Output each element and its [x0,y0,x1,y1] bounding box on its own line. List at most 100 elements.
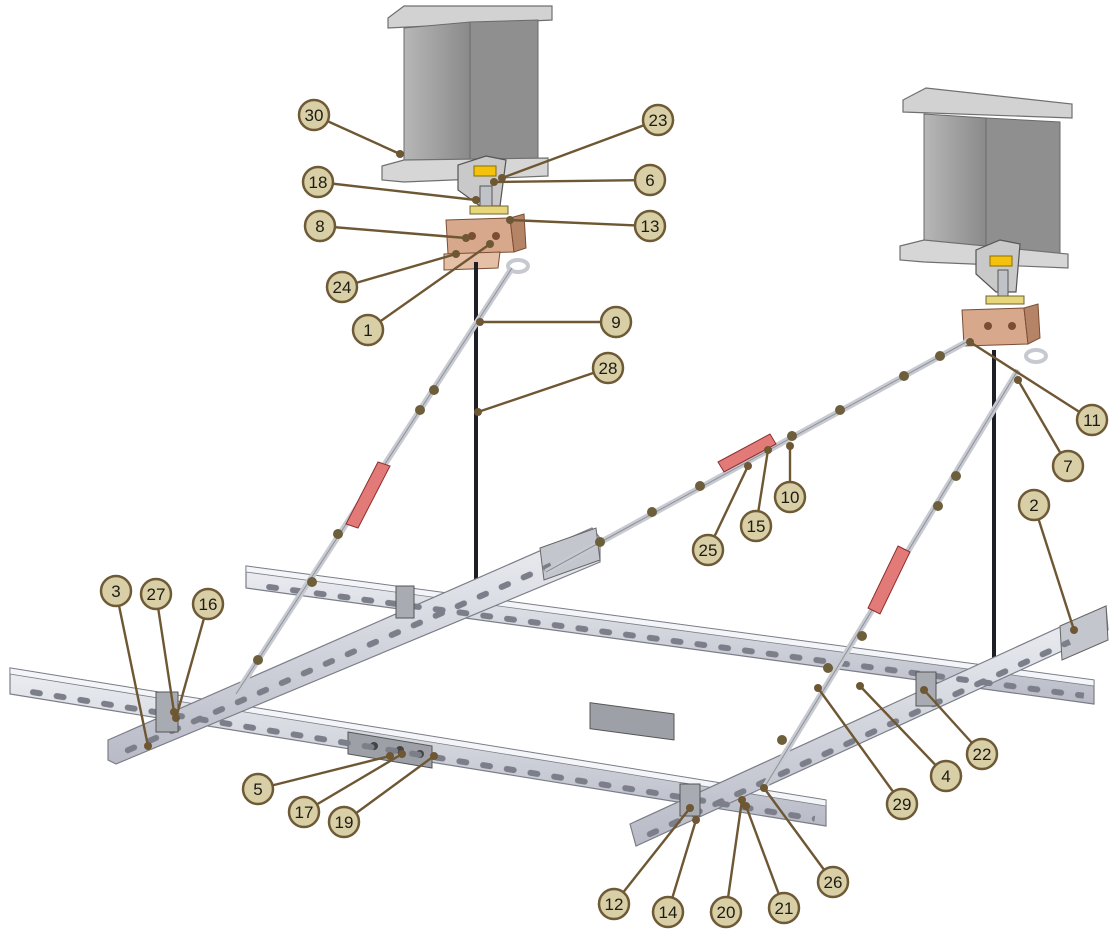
leader-dot-23 [498,174,506,182]
callout-number: 29 [893,795,912,814]
callout-bubble [773,480,807,514]
callout-bubble [591,351,625,385]
callout-number: 3 [111,582,120,601]
leader-line-16 [174,603,210,719]
leader-dot-30 [396,150,404,158]
leader-line-23 [501,118,659,180]
callout-number: 1 [363,321,372,340]
callout-8: 8 [303,209,337,243]
i-beam-right [899,87,1073,269]
callout-number: 13 [641,217,660,236]
callout-number: 21 [775,899,794,918]
callout-bubble [139,577,173,611]
callout-30: 30 [297,98,331,132]
callout-number: 24 [333,278,352,297]
callout-bubble [929,759,963,793]
brace-middle [544,337,972,575]
callout-bubble [1051,449,1085,483]
callout-4: 4 [929,759,963,793]
callout-20: 20 [709,895,743,929]
leader-dot-26 [760,784,768,792]
callout-bubble [241,772,275,806]
callout-leaders [114,113,1093,913]
callout-number: 20 [717,903,736,922]
callout-2: 2 [1017,488,1051,522]
leader-dot-17 [398,750,406,758]
callout-bubble [651,895,685,929]
callout-26: 26 [816,865,850,899]
callout-number: 23 [649,111,668,130]
callout-bubble [885,787,919,821]
leader-line-7 [1016,379,1070,467]
leader-line-17 [303,752,403,814]
callout-bubble [709,895,743,929]
callout-bubble [1017,488,1051,522]
callout-number: 19 [335,813,354,832]
callout-16: 16 [191,587,225,621]
callout-number: 4 [941,767,950,786]
leader-dot-13 [506,216,514,224]
callout-1: 1 [351,313,385,347]
callout-number: 2 [1029,496,1038,515]
leader-line-20 [724,799,744,913]
callout-12: 12 [597,887,631,921]
callout-24: 24 [325,270,359,304]
leader-line-28 [477,366,609,414]
callout-28: 28 [591,351,625,385]
leader-dot-12 [686,804,694,812]
callout-bubble [191,587,225,621]
corner-brackets [155,585,937,817]
leader-dot-8 [462,234,470,242]
callout-bubble [691,533,725,567]
callout-13: 13 [633,209,667,243]
callout-19: 19 [327,805,361,839]
leader-dot-4 [856,682,864,690]
callout-number: 22 [973,745,992,764]
callout-10: 10 [773,480,807,514]
callout-number: 10 [781,488,800,507]
leader-dot-20 [738,796,746,804]
leader-dot-25 [744,462,752,470]
callout-bubble [599,305,633,339]
leader-dot-3 [144,742,152,750]
callout-bubble [816,865,850,899]
leader-line-4 [859,685,947,777]
callout-6: 6 [633,163,667,197]
callout-bubble [325,270,359,304]
callout-number: 15 [747,517,766,536]
leader-line-11 [969,340,1093,422]
leader-dot-22 [920,686,928,694]
callout-9: 9 [599,305,633,339]
leader-line-24 [341,252,457,289]
leader-dot-24 [452,250,460,258]
callout-3: 3 [99,574,133,608]
callout-number: 30 [305,106,324,125]
callout-number: 12 [605,895,624,914]
leader-line-19 [343,755,435,823]
callout-18: 18 [301,165,335,199]
leader-line-5 [257,754,391,791]
leader-line-13 [509,218,651,228]
callout-bubble [641,103,675,137]
callout-25: 25 [691,533,725,567]
leader-dot-6 [490,178,498,186]
leader-dot-16 [172,714,180,722]
leader-line-26 [763,787,834,883]
callout-22: 22 [965,737,999,771]
callout-number: 5 [253,780,262,799]
beam-clamp-right [961,239,1048,364]
brace-left [233,266,515,696]
callout-bubble [303,209,337,243]
callout-5: 5 [241,772,275,806]
callout-21: 21 [767,891,801,925]
callout-number: 16 [199,595,218,614]
leader-line-2 [1032,504,1076,631]
callout-14: 14 [651,895,685,929]
callout-bubble [633,209,667,243]
leader-dot-1 [486,240,494,248]
callout-bubble [965,737,999,771]
callout-number: 6 [645,171,654,190]
callout-number: 28 [599,359,618,378]
